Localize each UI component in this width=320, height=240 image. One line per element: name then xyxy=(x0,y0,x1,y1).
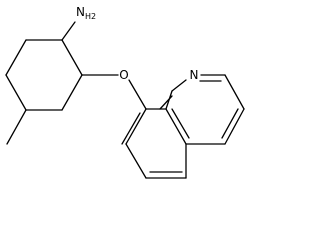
methyl-bond xyxy=(6,109,27,145)
ring-nitrogen-label: N xyxy=(190,68,199,82)
molecule-structure: NH2 O N xyxy=(5,5,245,179)
bond xyxy=(125,108,147,145)
atom-labels: NH2 O N xyxy=(76,5,198,82)
bond xyxy=(5,39,27,76)
double-bond xyxy=(121,112,141,145)
cyclohexane-ring xyxy=(5,39,83,111)
bond xyxy=(5,74,27,111)
bond xyxy=(125,143,147,179)
amine-bond xyxy=(61,21,76,41)
bond xyxy=(165,108,187,145)
ether-bond-right xyxy=(128,79,147,110)
bond xyxy=(224,74,245,110)
benzene-ring xyxy=(121,90,187,179)
bond xyxy=(224,108,245,145)
amine-label: NH2 xyxy=(76,5,96,21)
double-bond xyxy=(159,95,173,110)
bond xyxy=(171,79,187,92)
bond xyxy=(61,74,83,111)
pyridine-ring xyxy=(165,74,245,145)
double-bond xyxy=(221,108,239,139)
bond xyxy=(61,39,83,76)
double-bond xyxy=(171,108,190,139)
substituent-bonds xyxy=(6,21,147,145)
ether-oxygen-label: O xyxy=(119,68,128,82)
